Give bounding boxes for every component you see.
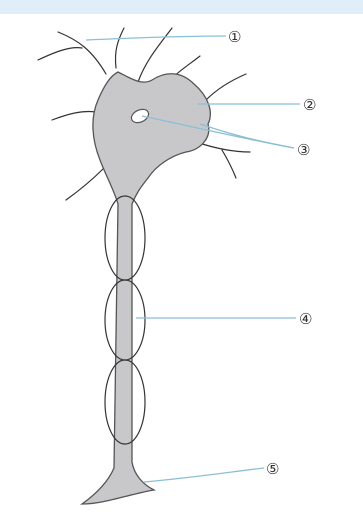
labels: ① ② ③ ④ ⑤	[228, 28, 316, 478]
label-5: ⑤	[266, 460, 279, 478]
top-band	[0, 0, 363, 14]
label-3: ③	[297, 141, 310, 159]
label-4: ④	[299, 310, 312, 328]
label-2: ②	[303, 96, 316, 114]
dendrite-right-upper	[206, 74, 246, 100]
dendrite-top-left	[38, 32, 106, 74]
leader-3b	[200, 124, 294, 148]
leader-1	[86, 36, 226, 40]
cell-body-and-axon	[82, 72, 210, 504]
dendrite-left-lower	[66, 168, 104, 200]
leader-5	[144, 468, 264, 482]
dendrite-right-lower	[196, 142, 250, 178]
dendrite-left-upper	[52, 111, 96, 120]
dendrite-top-mid	[115, 28, 124, 68]
label-1: ①	[228, 28, 241, 46]
